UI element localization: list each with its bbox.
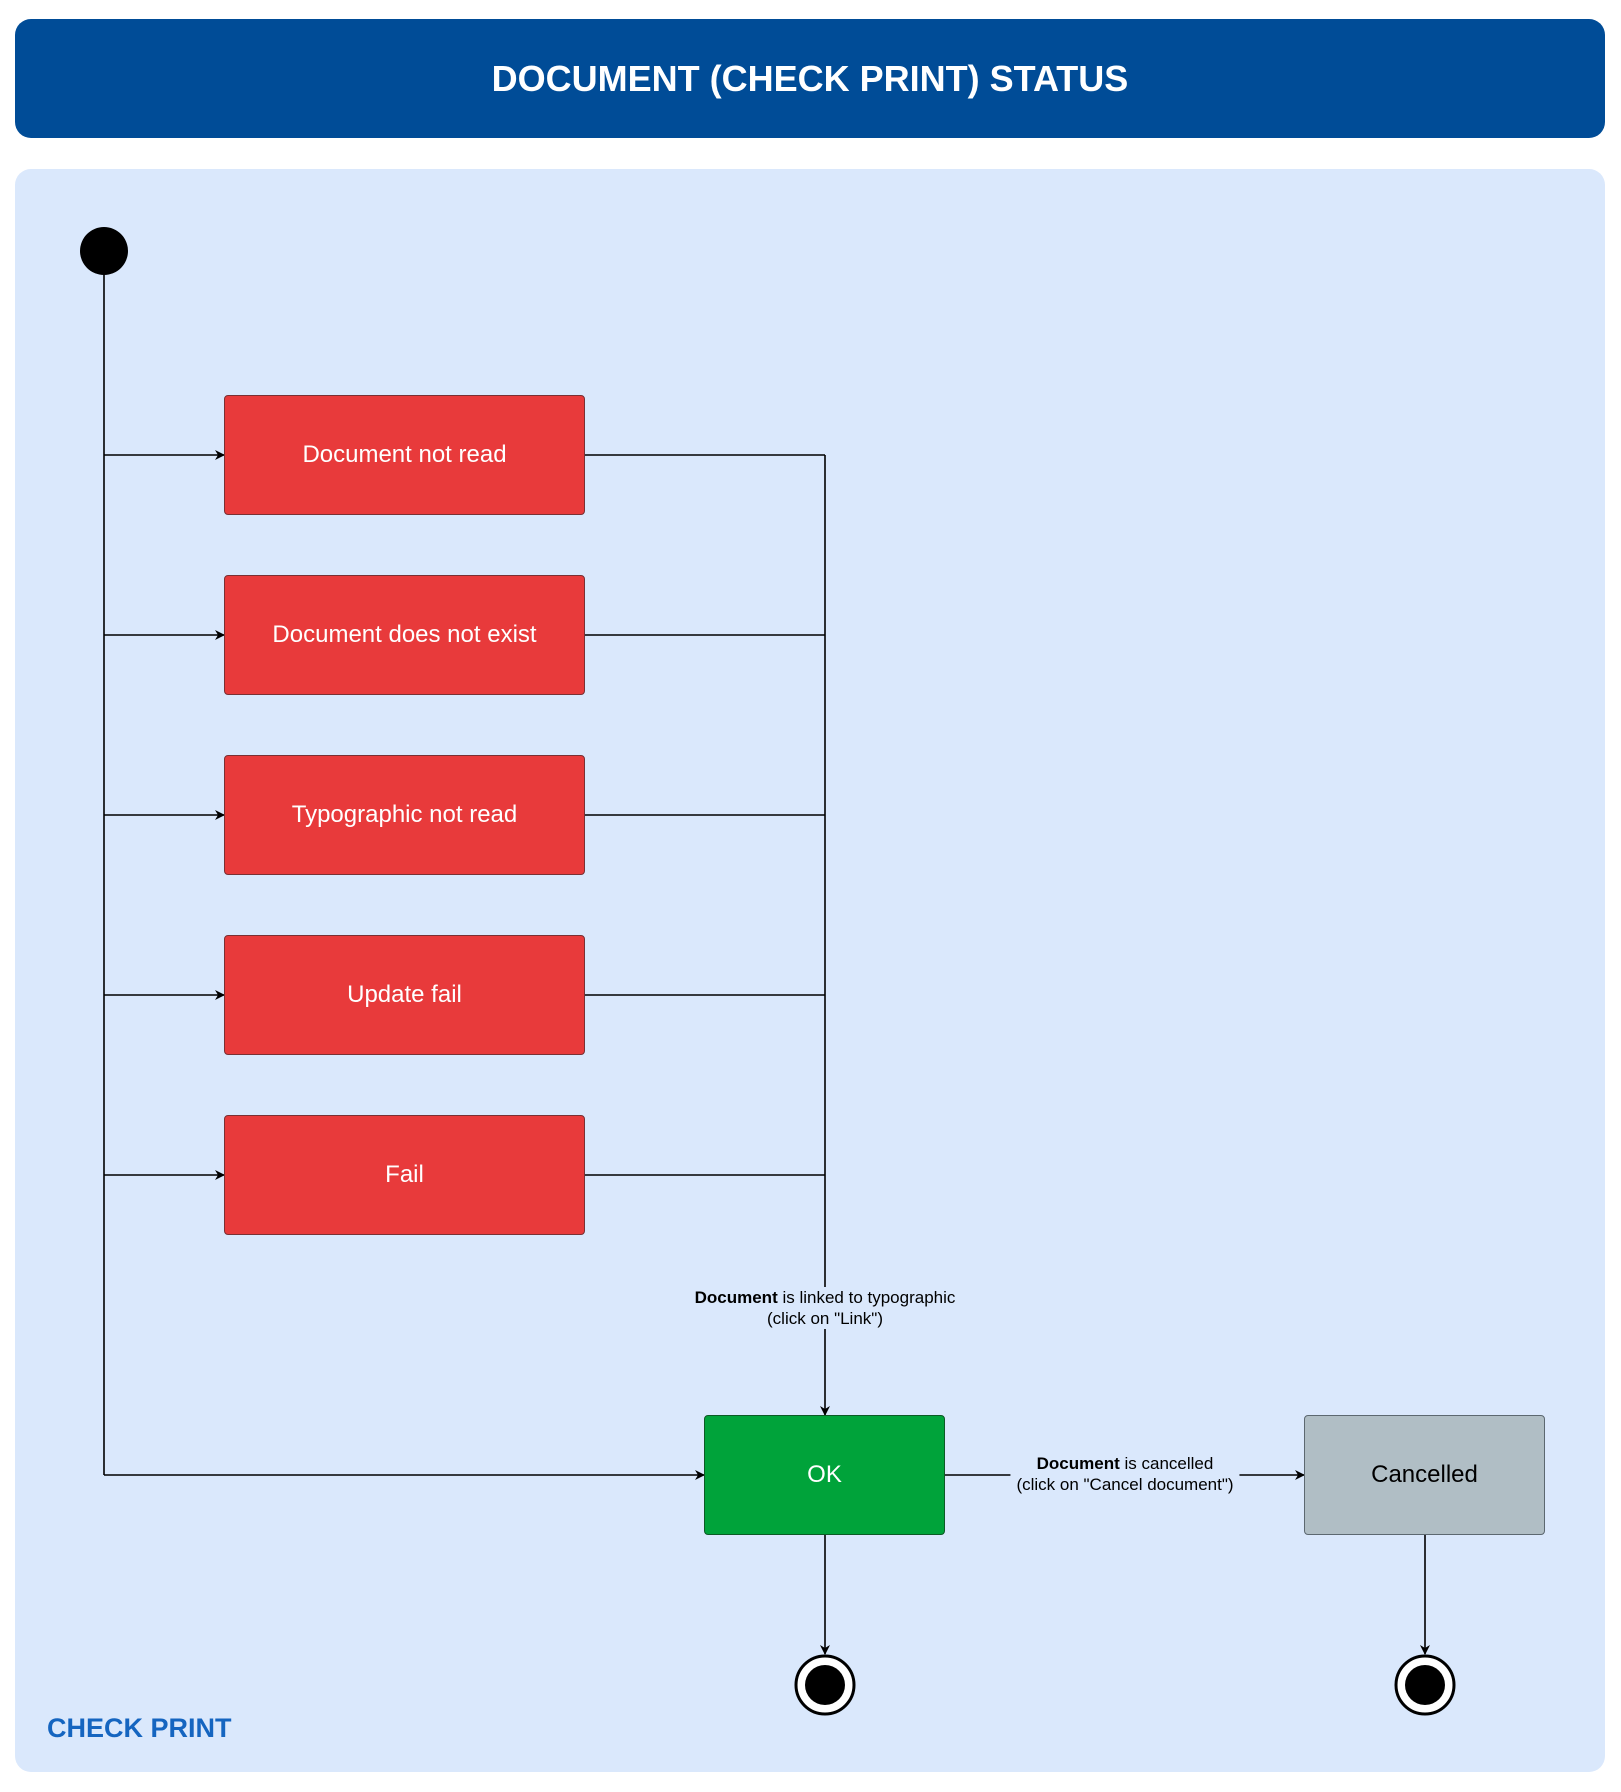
state-ok: OK	[704, 1415, 945, 1535]
link-transition-subject: Document	[694, 1288, 778, 1307]
diagram-title: DOCUMENT (CHECK PRINT) STATUS	[15, 19, 1605, 138]
cancel-transition-label: Document is cancelled (click on "Cancel …	[1010, 1453, 1240, 1495]
container-label: CHECK PRINT	[47, 1713, 232, 1743]
final-node-cancelled	[1394, 1654, 1456, 1716]
link-transition-label: Document is linked to typographic (click…	[688, 1287, 962, 1329]
link-transition-text: is linked to typographic	[777, 1288, 956, 1307]
cancel-transition-subject: Document	[1036, 1454, 1120, 1473]
state-document-not-read: Document not read	[224, 395, 585, 515]
state-fail: Fail	[224, 1115, 585, 1235]
state-update-fail: Update fail	[224, 935, 585, 1055]
link-transition-hint: (click on "Link")	[767, 1309, 883, 1328]
cancel-transition-text: is cancelled	[1119, 1454, 1214, 1473]
state-document-does-not-exist: Document does not exist	[224, 575, 585, 695]
cancel-transition-hint: (click on "Cancel document")	[1016, 1475, 1234, 1494]
state-typographic-not-read: Typographic not read	[224, 755, 585, 875]
state-cancelled: Cancelled	[1304, 1415, 1545, 1535]
final-node-ok	[794, 1654, 856, 1716]
